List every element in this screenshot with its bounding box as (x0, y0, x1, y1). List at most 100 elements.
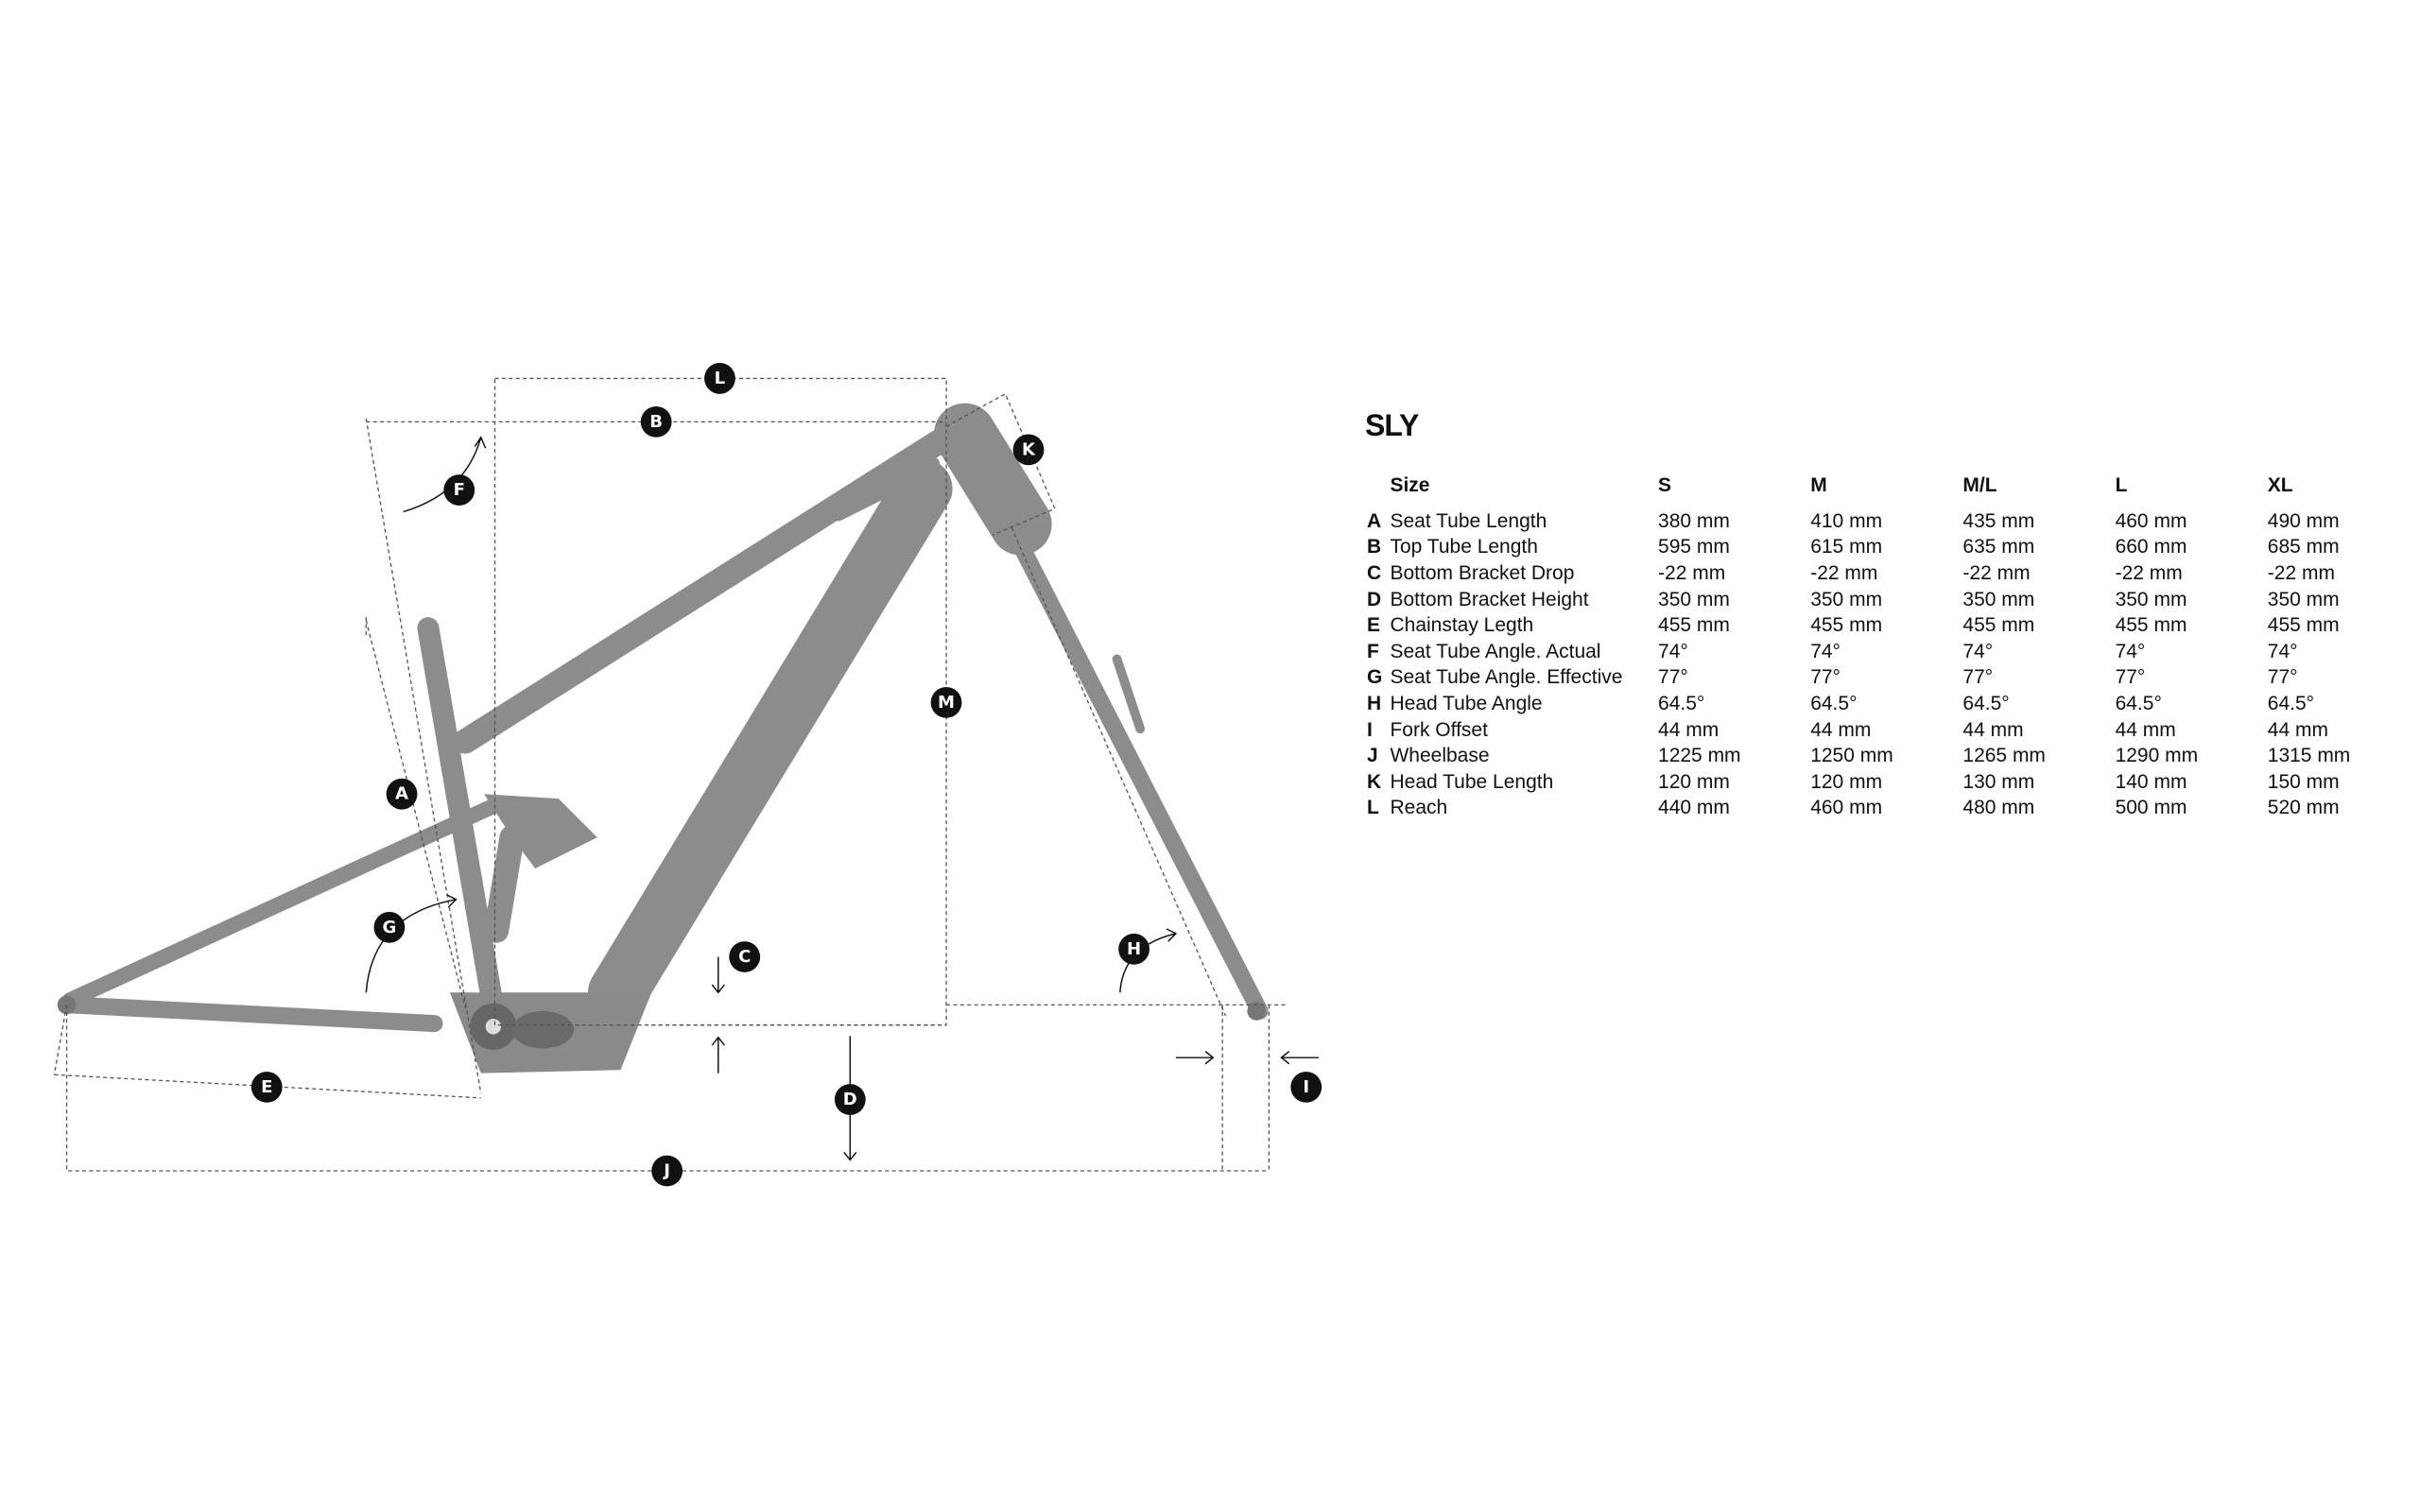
row-value: 615 mm (1810, 536, 1883, 558)
row-name: Seat Tube Angle. Actual (1390, 640, 1601, 662)
size-header: Size (1390, 474, 1430, 496)
svg-text:I: I (1303, 1077, 1309, 1097)
row-value: 500 mm (2115, 797, 2187, 819)
table-row: K Head Tube Length 120 mm 120 mm 130 mm 140 m… (1367, 769, 2420, 796)
row-value: 77° (1810, 666, 1841, 689)
table-row: E Chainstay Legth 455 mm 455 mm 455 mm 455 mm… (1367, 612, 2420, 639)
label-K: K (1012, 434, 1045, 466)
row-value: 1250 mm (1810, 745, 1893, 767)
row-value: 380 mm (1658, 509, 1730, 532)
row-value: -22 mm (1962, 561, 2031, 584)
svg-text:K: K (1022, 439, 1036, 459)
row-value: 120 mm (1810, 770, 1883, 793)
row-letter: I (1367, 718, 1373, 741)
row-value: 635 mm (1962, 536, 2035, 558)
row-value: 350 mm (1810, 588, 1883, 610)
size-ML: M/L (1962, 474, 1997, 496)
size-S: S (1658, 474, 1672, 496)
svg-text:H: H (1127, 939, 1141, 959)
row-value: 150 mm (2267, 770, 2340, 793)
svg-text:C: C (738, 947, 751, 967)
row-value: -22 mm (1810, 561, 1878, 584)
row-value: 64.5° (1810, 692, 1858, 714)
label-D: D (834, 1084, 866, 1115)
row-value: 74° (2115, 640, 2146, 662)
size-XL: XL (2267, 474, 2293, 496)
label-L: L (704, 363, 735, 394)
row-letter: E (1367, 614, 1381, 637)
row-value: 64.5° (1658, 692, 1705, 714)
label-H: H (1118, 933, 1150, 965)
row-value: 520 mm (2267, 797, 2340, 819)
svg-text:E: E (261, 1077, 272, 1097)
size-M: M (1810, 474, 1827, 496)
row-value: -22 mm (2115, 561, 2183, 584)
row-letter: F (1367, 640, 1379, 662)
svg-text:M: M (938, 693, 955, 713)
svg-text:A: A (395, 784, 408, 804)
row-value: 350 mm (1658, 588, 1730, 610)
row-letter: K (1367, 770, 1382, 793)
row-name: Chainstay Legth (1390, 614, 1534, 637)
row-letter: H (1367, 692, 1382, 714)
row-value: 490 mm (2267, 509, 2340, 532)
row-value: 435 mm (1962, 509, 2035, 532)
row-value: 350 mm (1962, 588, 2035, 610)
row-name: Seat Tube Angle. Effective (1390, 666, 1623, 689)
row-value: 455 mm (2115, 614, 2187, 637)
row-value: 74° (1810, 640, 1841, 662)
row-letter: B (1367, 536, 1382, 558)
label-E: E (251, 1071, 283, 1103)
row-value: 410 mm (1810, 509, 1883, 532)
row-name: Fork Offset (1390, 718, 1488, 741)
row-letter: C (1367, 561, 1382, 584)
row-value: 455 mm (1810, 614, 1883, 637)
row-name: Seat Tube Length (1390, 509, 1547, 532)
row-value: 660 mm (2115, 536, 2187, 558)
row-value: 350 mm (2115, 588, 2187, 610)
label-A: A (386, 778, 418, 810)
row-name: Top Tube Length (1390, 536, 1538, 558)
label-F: F (443, 474, 475, 506)
row-value: 64.5° (1962, 692, 2010, 714)
row-value: -22 mm (1658, 561, 1726, 584)
row-name: Head Tube Length (1390, 770, 1554, 793)
row-value: 74° (1658, 640, 1688, 662)
row-value: 140 mm (2115, 770, 2187, 793)
row-value: 74° (2267, 640, 2298, 662)
row-value: 44 mm (1810, 718, 1872, 741)
row-name: Bottom Bracket Drop (1390, 561, 1575, 584)
row-name: Reach (1390, 797, 1448, 819)
row-value: 77° (1658, 666, 1688, 689)
row-value: 455 mm (2267, 614, 2340, 637)
row-value: 120 mm (1658, 770, 1730, 793)
row-value: 1290 mm (2115, 745, 2199, 767)
row-name: Wheelbase (1390, 745, 1490, 767)
svg-text:G: G (382, 918, 396, 937)
row-value: -22 mm (2267, 561, 2335, 584)
row-value: 77° (2115, 666, 2146, 689)
dimension-lines (53, 377, 1319, 1172)
row-value: 130 mm (1962, 770, 2035, 793)
row-value: 455 mm (1658, 614, 1730, 637)
label-M: M (930, 686, 962, 718)
svg-text:D: D (843, 1090, 857, 1109)
row-value: 685 mm (2267, 536, 2340, 558)
label-C: C (729, 941, 761, 972)
row-value: 77° (2267, 666, 2298, 689)
table-row: C Bottom Bracket Drop -22 mm -22 mm -22 mm -2… (1367, 560, 2420, 587)
label-G: G (373, 911, 406, 943)
row-value: 460 mm (2115, 509, 2187, 532)
row-letter: J (1367, 745, 1378, 767)
size-L: L (2115, 474, 2128, 496)
row-value: 44 mm (1658, 718, 1720, 741)
row-value: 1315 mm (2267, 745, 2351, 767)
row-letter: L (1367, 797, 1379, 819)
row-value: 480 mm (1962, 797, 2035, 819)
